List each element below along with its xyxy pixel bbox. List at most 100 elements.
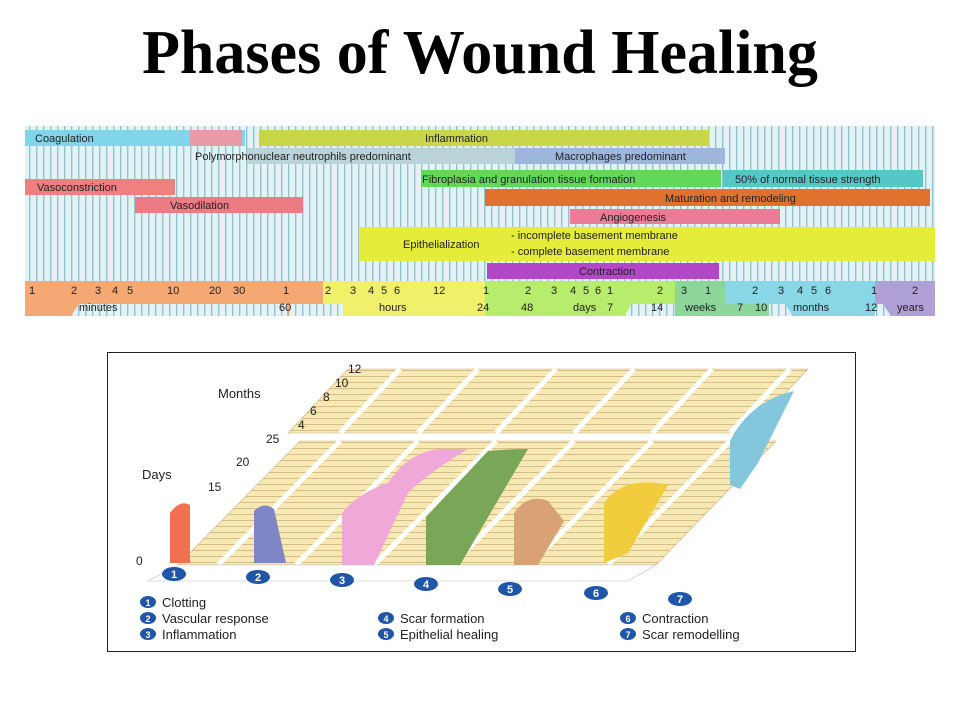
bar-label-inflammation: Inflammation xyxy=(425,133,488,145)
bar-label-incomplete-membrane: - incomplete basement membrane xyxy=(511,230,678,242)
bar-macrophages xyxy=(515,148,725,164)
legend-number: 7 xyxy=(625,630,630,640)
phase-vascular-shape xyxy=(254,505,286,563)
phase-marker-1: 1 xyxy=(162,567,186,581)
tick-label: 1 xyxy=(283,285,289,297)
legend-number: 5 xyxy=(383,630,388,640)
phase-scar-formation-shape xyxy=(426,449,528,565)
unit-minutes: minutes xyxy=(79,302,118,314)
bar-contraction xyxy=(487,263,719,279)
month-tick: 10 xyxy=(335,376,349,390)
bar-angiogenesis xyxy=(570,209,780,224)
bar-label-epithelialization: Epithelialization xyxy=(403,239,479,251)
tick-label: 10 xyxy=(167,285,179,297)
tick-label: 1 xyxy=(607,285,613,297)
diagram-legend: 1 Clotting 2 Vascular response 3 Inflamm… xyxy=(140,595,740,642)
days-axis-label: Days xyxy=(142,467,172,482)
bar-label-maturation: Maturation and remodeling xyxy=(665,193,796,205)
tick-label: 6 xyxy=(825,285,831,297)
bar-tissue-strength xyxy=(723,170,923,187)
axis-minutes-hours-join xyxy=(287,281,323,316)
tick-label: 2 xyxy=(525,285,531,297)
marker-number: 1 xyxy=(171,569,177,581)
tick-label: 12 xyxy=(433,285,445,297)
unit-years: years xyxy=(897,302,924,314)
legend-label: Scar remodelling xyxy=(642,627,740,642)
tick-label: 1 xyxy=(29,285,35,297)
bar-label-angiogenesis: Angiogenesis xyxy=(600,212,667,224)
legend-item-clotting: 1 Clotting xyxy=(140,595,206,610)
phase-marker-3: 3 xyxy=(330,573,354,587)
bar-inflammation xyxy=(259,130,709,146)
sub-tick-label: 48 xyxy=(521,302,533,314)
bar-label-complete-membrane: - complete basement membrane xyxy=(511,246,669,258)
marker-number: 3 xyxy=(339,575,345,587)
sub-tick-label: 60 xyxy=(279,302,291,314)
axis-unit-labels: minutes hours days weeks months years xyxy=(79,302,924,314)
bar-label-vasodilation: Vasodilation xyxy=(170,200,229,212)
axis-months-band xyxy=(725,281,875,316)
tick-label: 1 xyxy=(871,285,877,297)
legend-label: Scar formation xyxy=(400,611,485,626)
tick-label: 2 xyxy=(71,285,77,297)
legend-number: 2 xyxy=(145,614,150,624)
phase-remodelling-shape xyxy=(730,391,794,489)
day-tick: 0 xyxy=(136,554,143,568)
sub-tick-label: 10 xyxy=(755,302,767,314)
bar-label-tissue-strength: 50% of normal tissue strength xyxy=(735,174,881,186)
bar-fibroplasia xyxy=(421,170,721,187)
tick-label: 5 xyxy=(127,285,133,297)
phase-inflammation-shape xyxy=(342,449,468,565)
axis-minutes-band xyxy=(25,281,289,316)
tick-label: 1 xyxy=(705,285,711,297)
bar-vasodilation xyxy=(135,197,303,213)
tick-label: 5 xyxy=(583,285,589,297)
bar-label-macrophages: Macrophages predominant xyxy=(555,151,686,163)
front-ledge xyxy=(147,564,658,582)
tick-label: 4 xyxy=(112,285,118,297)
legend-item-scar-formation: 4 Scar formation xyxy=(378,611,485,626)
healing-3d-diagram: Months Days 12 10 8 6 4 25 20 15 0 1 2 3 xyxy=(107,352,856,652)
phase-epithelial-shape xyxy=(514,498,564,565)
tick-label: 6 xyxy=(595,285,601,297)
axis-years-band xyxy=(875,281,935,316)
axis-sub-labels: 60 24 48 7 14 7 10 12 xyxy=(279,302,877,314)
sub-tick-label: 12 xyxy=(865,302,877,314)
marker-number: 5 xyxy=(507,584,513,596)
month-tick: 8 xyxy=(323,390,330,404)
unit-hours: hours xyxy=(379,302,407,314)
tick-label: 3 xyxy=(95,285,101,297)
day-tick: 25 xyxy=(266,432,280,446)
tick-label: 20 xyxy=(209,285,221,297)
bar-label-neutrophils: Polymorphonuclear neutrophils predominan… xyxy=(195,151,411,163)
marker-number: 7 xyxy=(677,594,683,606)
bar-label-vasoconstriction: Vasoconstriction xyxy=(37,182,117,194)
bar-label-contraction: Contraction xyxy=(579,266,635,278)
marker-number: 4 xyxy=(423,579,430,591)
marker-number: 2 xyxy=(255,572,261,584)
bar-vasoconstriction xyxy=(25,179,175,195)
sub-tick-label: 14 xyxy=(651,302,663,314)
days-ticks: 25 20 15 0 xyxy=(136,432,280,568)
sub-tick-label: 24 xyxy=(477,302,489,314)
tick-label: 6 xyxy=(394,285,400,297)
page-title: Phases of Wound Healing xyxy=(142,19,818,87)
bar-epithelialization xyxy=(360,227,935,261)
months-ticks: 12 10 8 6 4 xyxy=(298,362,362,432)
legend-number: 4 xyxy=(383,614,388,624)
tick-label: 4 xyxy=(797,285,803,297)
tick-label: 3 xyxy=(681,285,687,297)
phase-marker-7: 7 xyxy=(668,592,692,606)
tick-label: 3 xyxy=(350,285,356,297)
month-tick: 12 xyxy=(348,362,362,376)
legend-item-inflammation: 3 Inflammation xyxy=(140,627,236,642)
phase-marker-4: 4 xyxy=(414,577,438,591)
unit-weeks: weeks xyxy=(684,302,717,314)
tick-label: 2 xyxy=(912,285,918,297)
bar-label-coagulation: Coagulation xyxy=(35,133,94,145)
legend-label: Vascular response xyxy=(162,611,269,626)
legend-item-epithelial: 5 Epithelial healing xyxy=(378,627,498,642)
unit-months: months xyxy=(793,302,830,314)
months-axis-label: Months xyxy=(218,386,261,401)
healing-timeline-chart: Coagulation Inflammation Polymorphonucle… xyxy=(25,126,935,316)
